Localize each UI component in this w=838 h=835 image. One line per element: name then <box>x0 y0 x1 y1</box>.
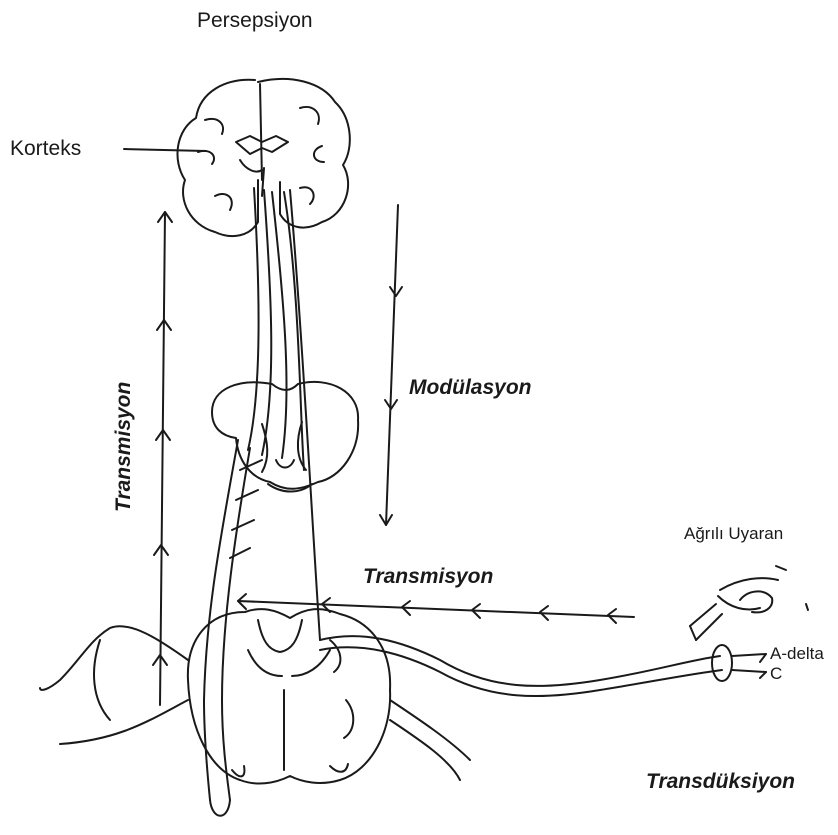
painful-stimulus-label: Ağrılı Uyaran <box>684 524 783 544</box>
transduction-label: Transdüksiyon <box>646 770 795 794</box>
cortex-label: Korteks <box>10 137 81 161</box>
ascending-transmission-arrow <box>153 212 172 705</box>
perception-label: Persepsiyon <box>197 9 313 33</box>
lower-cord-section <box>40 609 732 783</box>
brain-illustration <box>177 79 349 236</box>
vertical-transmission-label: Transmisyon <box>112 382 136 512</box>
spinal-tracts <box>248 188 320 640</box>
a-delta-label: A-delta <box>770 644 824 664</box>
hand-illustration <box>690 566 808 640</box>
cortex-pointer-line <box>124 149 206 151</box>
c-fiber-label: C <box>770 664 782 684</box>
modulation-label: Modülasyon <box>409 376 532 400</box>
fiber-pointers <box>732 654 766 678</box>
modulation-arrow <box>380 205 402 525</box>
horizontal-transmission-arrow <box>238 594 634 623</box>
horizontal-transmission-label: Transmisyon <box>363 565 493 589</box>
